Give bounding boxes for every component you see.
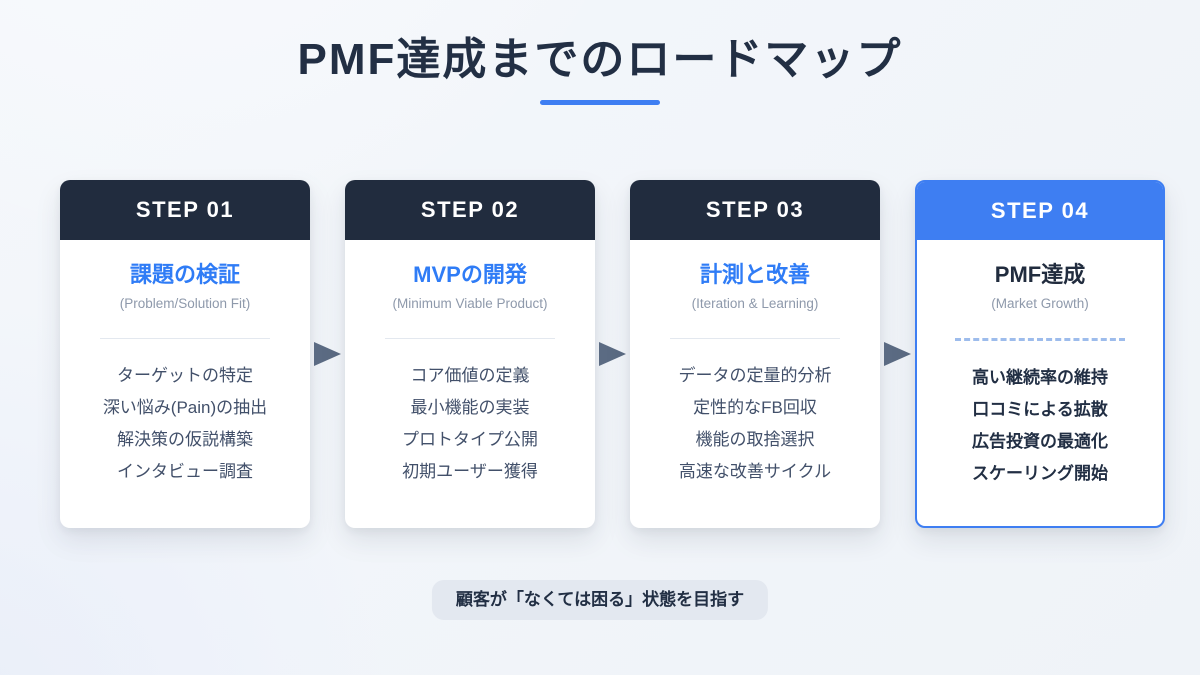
steps-row: STEP 01 課題の検証 (Problem/Solution Fit) ターゲ…	[60, 180, 1165, 528]
arrow-slot-3	[880, 180, 915, 528]
step-04-header: STEP 04	[917, 182, 1163, 240]
step-03-subtitle: (Iteration & Learning)	[691, 296, 819, 311]
step-02-divider	[385, 338, 555, 339]
step-01-body: 課題の検証 (Problem/Solution Fit) ターゲットの特定 深い…	[60, 240, 310, 528]
step-02-header: STEP 02	[345, 180, 595, 240]
arrow-slot-1	[310, 180, 345, 528]
step-02-body: MVPの開発 (Minimum Viable Product) コア価値の定義 …	[345, 240, 595, 528]
step-item: 高い継続率の維持	[972, 368, 1108, 387]
step-02-items: コア価値の定義 最小機能の実装 プロトタイプ公開 初期ユーザー獲得	[359, 360, 581, 488]
step-01-subtitle: (Problem/Solution Fit)	[119, 296, 251, 311]
step-02-subtitle: (Minimum Viable Product)	[392, 296, 548, 311]
step-03-title: 計測と改善	[699, 262, 810, 287]
step-04-items: 高い継続率の維持 口コミによる拡散 広告投資の最適化 スケーリング開始	[931, 362, 1149, 490]
step-item: 解決策の仮説構築	[117, 430, 253, 449]
step-01-header: STEP 01	[60, 180, 310, 240]
step-04-body: PMF達成 (Market Growth) 高い継続率の維持 口コミによる拡散 …	[917, 240, 1163, 526]
step-01-divider	[100, 338, 270, 339]
step-item: データの定量的分析	[678, 366, 832, 385]
right-arrow-icon	[599, 342, 626, 366]
step-item: コア価値の定義	[410, 366, 530, 385]
step-04-subtitle: (Market Growth)	[991, 296, 1089, 311]
arrow-slot-2	[595, 180, 630, 528]
step-card-04: STEP 04 PMF達成 (Market Growth) 高い継続率の維持 口…	[915, 180, 1165, 528]
step-card-03: STEP 03 計測と改善 (Iteration & Learning) データ…	[630, 180, 880, 528]
step-item: 初期ユーザー獲得	[402, 462, 538, 481]
right-arrow-icon	[884, 342, 911, 366]
step-item: 機能の取捨選択	[695, 430, 815, 449]
step-card-02: STEP 02 MVPの開発 (Minimum Viable Product) …	[345, 180, 595, 528]
step-item: ターゲットの特定	[117, 366, 253, 385]
step-04-title: PMF達成	[994, 262, 1086, 287]
page-title: PMF達成までのロードマップ	[297, 35, 903, 84]
step-item: 定性的なFB回収	[693, 398, 817, 417]
step-04-divider	[955, 338, 1125, 341]
step-03-divider	[670, 338, 840, 339]
step-03-items: データの定量的分析 定性的なFB回収 機能の取捨選択 高速な改善サイクル	[644, 360, 866, 488]
step-card-01: STEP 01 課題の検証 (Problem/Solution Fit) ターゲ…	[60, 180, 310, 528]
step-item: 高速な改善サイクル	[678, 462, 832, 481]
step-item: プロトタイプ公開	[402, 430, 538, 449]
step-item: 口コミによる拡散	[972, 400, 1108, 419]
step-01-title: 課題の検証	[129, 262, 240, 287]
step-03-header: STEP 03	[630, 180, 880, 240]
step-01-items: ターゲットの特定 深い悩み(Pain)の抽出 解決策の仮説構築 インタビュー調査	[74, 360, 296, 488]
step-item: スケーリング開始	[972, 464, 1108, 483]
step-item: インタビュー調査	[117, 462, 253, 481]
step-03-body: 計測と改善 (Iteration & Learning) データの定量的分析 定…	[630, 240, 880, 528]
footer-note-badge: 顧客が「なくては困る」状態を目指す	[431, 580, 769, 620]
title-underline	[540, 100, 660, 105]
step-item: 深い悩み(Pain)の抽出	[102, 398, 268, 417]
step-02-title: MVPの開発	[413, 262, 527, 287]
step-item: 広告投資の最適化	[972, 432, 1108, 451]
right-arrow-icon	[314, 342, 341, 366]
step-item: 最小機能の実装	[410, 398, 530, 417]
